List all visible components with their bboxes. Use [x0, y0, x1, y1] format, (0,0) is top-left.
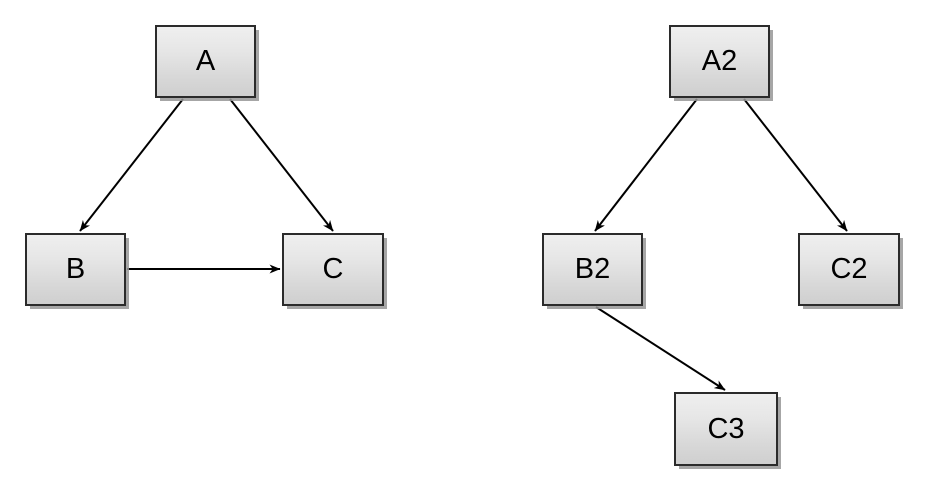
- node-label: A2: [701, 45, 738, 77]
- node-label: C2: [830, 253, 868, 285]
- node-label: C: [322, 253, 344, 285]
- node-label: C3: [707, 412, 745, 445]
- edge-b2-to-c3[interactable]: [595, 306, 726, 391]
- edge-a-to-b[interactable]: [79, 98, 184, 232]
- node-b2[interactable]: B2: [542, 233, 643, 306]
- edge-a2-to-c2[interactable]: [743, 98, 848, 232]
- node-label: B: [65, 253, 86, 285]
- node-label: B2: [574, 253, 611, 285]
- node-a[interactable]: A: [155, 25, 256, 98]
- node-b[interactable]: B: [25, 233, 126, 306]
- node-a2[interactable]: A2: [669, 25, 770, 98]
- node-label: A: [195, 45, 216, 77]
- edge-a2-to-b2[interactable]: [594, 98, 698, 232]
- node-c3[interactable]: C3: [674, 392, 778, 466]
- node-c2[interactable]: C2: [798, 233, 900, 306]
- edge-a-to-c[interactable]: [229, 98, 334, 232]
- node-c[interactable]: C: [282, 233, 384, 306]
